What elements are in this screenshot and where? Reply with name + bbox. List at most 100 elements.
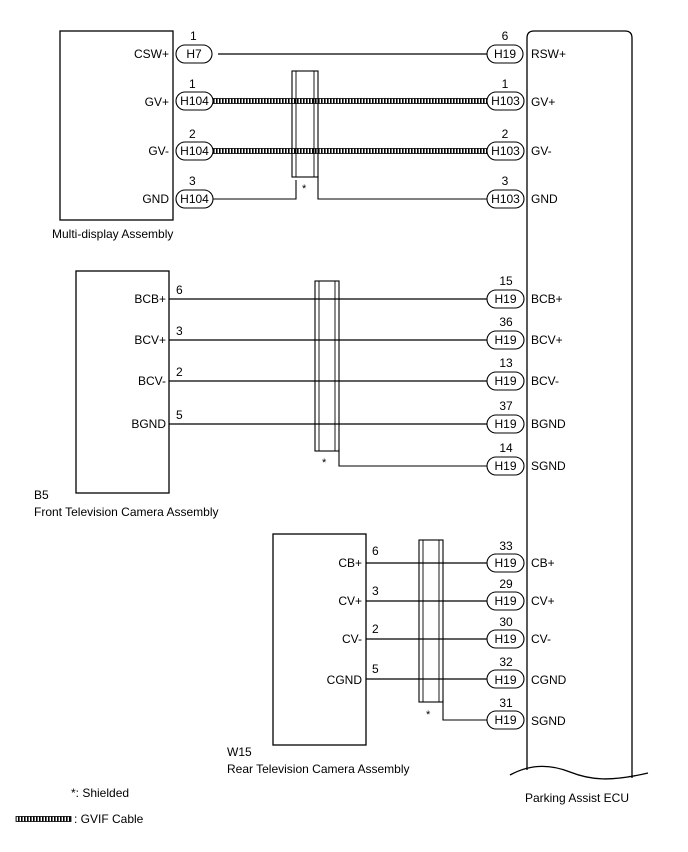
- shield-drain-wire: [338, 449, 487, 467]
- left-pin-number: 3: [176, 324, 183, 338]
- connector-tag-label: H19: [494, 556, 516, 570]
- connector-tag-label: H19: [494, 673, 516, 687]
- connector-tag-label: H7: [186, 47, 202, 61]
- multi-display-shield: *: [291, 70, 319, 195]
- left-signal-label: CV+: [338, 594, 362, 608]
- gnd-wire-right: [317, 176, 487, 200]
- left-signal-label: GND: [142, 192, 169, 206]
- left-signal-label: GV-: [148, 144, 169, 158]
- shield-drain-wire: [442, 700, 487, 721]
- right-pin-number: 36: [499, 315, 513, 329]
- connector-tag-label: H104: [180, 94, 209, 108]
- left-pin-number: 1: [190, 29, 197, 43]
- front-camera-code: B5: [34, 488, 49, 502]
- right-signal-label: CB+: [531, 556, 555, 570]
- front-camera-shield: * 14 H19 SGND: [314, 280, 566, 476]
- left-signal-label: CSW+: [134, 47, 169, 61]
- right-pin-number: 2: [502, 127, 509, 141]
- multi-display-wire-gv-minus: GV- 2 H104 2 H103 GV-: [148, 127, 552, 161]
- ecu-break-line: [509, 765, 649, 780]
- front-camera-wire-bcv-plus: BCV+ 3 36 H19 BCV+: [134, 315, 563, 350]
- connector-tag: [486, 710, 525, 730]
- front-camera-box: [75, 270, 170, 494]
- right-signal-label: GV-: [531, 144, 552, 158]
- front-camera-label: Front Television Camera Assembly: [34, 505, 219, 519]
- right-pin-number: 13: [499, 356, 513, 370]
- ecu-box: [526, 30, 633, 778]
- left-signal-label: BCB+: [134, 292, 166, 306]
- left-pin-number: 3: [372, 584, 379, 598]
- right-pin-number: 33: [499, 539, 513, 553]
- connector-tag-label: H103: [491, 144, 520, 158]
- gnd-wire-left: [213, 180, 297, 200]
- multi-display-wire-csw: CSW+ 1 H7 6 H19 RSW+: [134, 29, 566, 64]
- left-pin-number: 1: [189, 77, 196, 91]
- front-camera-wire-bgnd: BGND 5 37 H19 BGND: [131, 399, 566, 434]
- rear-camera-wire-cgnd: CGND 5 32 H19 CGND: [327, 655, 567, 689]
- gvif-cable: [212, 98, 488, 104]
- right-signal-label: BGND: [531, 417, 566, 431]
- left-pin-number: 3: [189, 174, 196, 188]
- connector-tag-label: H19: [494, 713, 516, 727]
- connector-tag: [486, 289, 525, 309]
- left-signal-label: GV+: [145, 95, 169, 109]
- left-signal-label: CGND: [327, 673, 363, 687]
- connector-tag-label: H19: [494, 632, 516, 646]
- shield-mark: *: [322, 457, 327, 469]
- connector-tag-label: H19: [494, 417, 516, 431]
- gvif-cable: [212, 148, 488, 154]
- shield-sleeve: [314, 280, 340, 452]
- connector-tag: [486, 414, 525, 434]
- rear-camera-shield: * 31 H19 SGND: [418, 539, 566, 730]
- legend-shielded: *: Shielded: [71, 786, 129, 800]
- connector-tag: [175, 44, 213, 64]
- left-signal-label: BGND: [131, 417, 166, 431]
- left-pin-number: 5: [372, 662, 379, 676]
- connector-tag-label: H19: [494, 292, 516, 306]
- right-pin-number: 29: [499, 577, 513, 591]
- front-camera-wire-bcb: BCB+ 6 15 H19 BCB+: [134, 274, 563, 309]
- connector-tag: [486, 591, 525, 611]
- left-signal-label: CB+: [338, 556, 362, 570]
- rear-camera-wire-cv-plus: CV+ 3 29 H19 CV+: [338, 577, 555, 611]
- left-pin-number: 2: [176, 365, 183, 379]
- shield-mark: *: [426, 709, 431, 721]
- left-pin-number: 6: [176, 283, 183, 297]
- connector-tag: [486, 141, 525, 161]
- multi-display-wire-gnd: GND 3 H104 3 H103 GND: [142, 174, 558, 209]
- shield-sleeve: [418, 539, 444, 703]
- legend-gvif: : GVIF Cable: [74, 812, 144, 826]
- front-camera-wire-bcv-minus: BCV- 2 13 H19 BCV-: [138, 356, 559, 391]
- right-signal-label: SGND: [531, 714, 566, 728]
- right-signal-label: RSW+: [531, 47, 566, 61]
- right-pin-number: 30: [499, 615, 513, 629]
- connector-tag: [486, 330, 525, 350]
- connector-tag: [175, 141, 214, 161]
- right-signal-label: CV-: [531, 632, 551, 646]
- connector-tag-label: H19: [494, 333, 516, 347]
- ecu-label: Parking Assist ECU: [525, 791, 629, 805]
- right-pin-number: 6: [502, 29, 509, 43]
- left-pin-number: 2: [189, 127, 196, 141]
- right-pin-number: 31: [499, 696, 513, 710]
- connector-tag: [486, 456, 525, 476]
- connector-tag: [175, 91, 214, 111]
- rear-camera-wire-cb: CB+ 6 33 H19 CB+: [338, 539, 555, 573]
- right-signal-label: SGND: [531, 459, 566, 473]
- right-signal-label: GND: [531, 192, 558, 206]
- shield-mark: *: [302, 183, 307, 195]
- connector-tag-label: H103: [491, 192, 520, 206]
- right-pin-number: 14: [499, 441, 513, 455]
- left-signal-label: BCV+: [134, 333, 166, 347]
- connector-tag-label: H19: [494, 459, 516, 473]
- rear-camera-wire-cv-minus: CV- 2 30 H19 CV-: [342, 615, 551, 649]
- left-pin-number: 5: [176, 408, 183, 422]
- right-signal-label: BCV-: [531, 374, 559, 388]
- right-pin-number: 3: [502, 174, 509, 188]
- multi-display-box: [59, 30, 174, 221]
- right-pin-number: 1: [502, 77, 509, 91]
- connector-tag-label: H104: [180, 192, 209, 206]
- connector-tag: [486, 629, 525, 649]
- multi-display-wire-gv-plus: GV+ 1 H104 1 H103 GV+: [145, 77, 555, 111]
